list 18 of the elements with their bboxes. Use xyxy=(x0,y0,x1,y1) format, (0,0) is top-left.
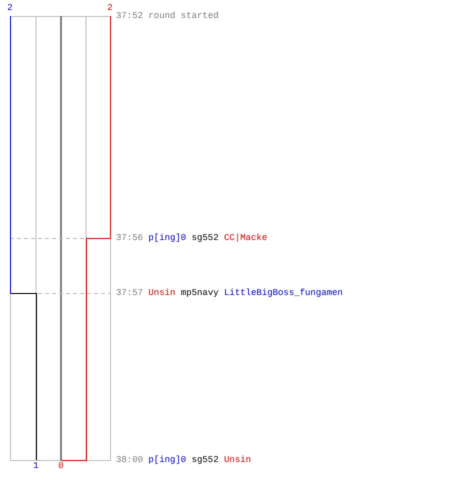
timestamp: 37:57 xyxy=(116,287,144,299)
timestamp: 38:00 xyxy=(116,454,144,466)
count-label: 0 xyxy=(58,461,64,471)
count-label: 2 xyxy=(7,3,13,13)
event-text: round started xyxy=(148,10,219,22)
player-name: Unsin xyxy=(148,287,176,299)
timestamp: 37:56 xyxy=(116,232,144,244)
player-name: CC|Macke xyxy=(224,232,268,244)
count-label: 1 xyxy=(33,461,39,471)
player-name: p[ing]0 xyxy=(148,454,186,466)
player-name: LittleBigBoss_fungamen xyxy=(224,287,343,299)
count-label: 2 xyxy=(107,3,113,13)
timestamp: 37:52 xyxy=(116,10,144,22)
player-name: Unsin xyxy=(224,454,252,466)
weapon-name: mp5navy xyxy=(180,287,219,299)
weapon-name: sg552 xyxy=(192,454,219,466)
player-name: p[ing]0 xyxy=(148,232,186,244)
weapon-name: sg552 xyxy=(192,232,219,244)
